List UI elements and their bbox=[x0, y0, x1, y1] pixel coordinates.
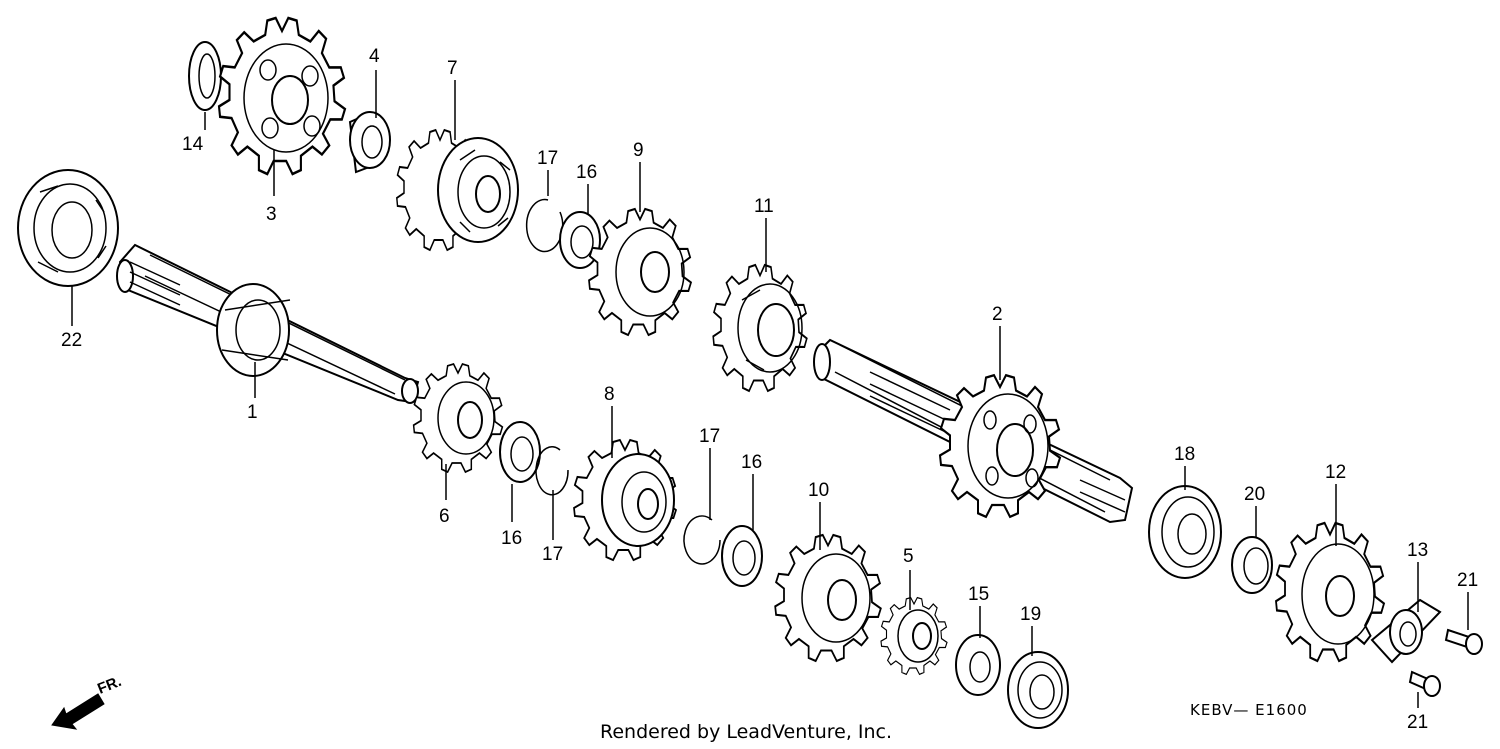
washer-16-lower-mid bbox=[721, 525, 763, 587]
callout-19: 19 bbox=[1020, 604, 1041, 625]
callout-17-lower-mid: 17 bbox=[699, 426, 720, 447]
gear-5 bbox=[880, 596, 948, 676]
front-arrow-icon bbox=[51, 693, 105, 730]
callout-6: 6 bbox=[439, 506, 450, 527]
fixing-plate-13 bbox=[1370, 598, 1442, 664]
circlip-17-lower-mid bbox=[683, 515, 721, 565]
gear-7 bbox=[395, 129, 519, 251]
callout-16-top: 16 bbox=[576, 162, 597, 183]
circlip-17-top bbox=[525, 198, 564, 253]
callout-1: 1 bbox=[247, 402, 258, 423]
callout-5: 5 bbox=[903, 546, 914, 567]
callout-11: 11 bbox=[754, 196, 774, 217]
bolt-21-lower bbox=[1408, 670, 1441, 697]
callout-3: 3 bbox=[266, 204, 277, 225]
callout-2: 2 bbox=[992, 304, 1003, 325]
bearing-18 bbox=[1148, 485, 1222, 579]
bearing-22 bbox=[17, 169, 119, 287]
sprocket-12 bbox=[1274, 521, 1386, 663]
gear-3 bbox=[217, 16, 347, 176]
callout-14: 14 bbox=[182, 134, 204, 155]
leader-lines bbox=[71, 70, 1469, 708]
callout-labels: 1 2 3 4 5 6 7 8 9 10 11 12 13 14 15 16 1… bbox=[61, 46, 1478, 733]
washer-14 bbox=[188, 41, 222, 111]
collar-4 bbox=[348, 111, 391, 174]
gear-10 bbox=[774, 533, 882, 663]
washer-16-lower-left bbox=[499, 421, 541, 483]
callout-10: 10 bbox=[808, 480, 829, 501]
callout-16-lower-left: 16 bbox=[501, 528, 522, 549]
callout-16-lower-mid: 16 bbox=[741, 452, 762, 473]
callout-8: 8 bbox=[604, 384, 615, 405]
bearing-19 bbox=[1007, 651, 1069, 729]
callout-13: 13 bbox=[1407, 540, 1428, 561]
gear-2 bbox=[938, 374, 1062, 518]
callout-20: 20 bbox=[1244, 484, 1265, 505]
callout-21-lower: 21 bbox=[1407, 712, 1428, 733]
gear-9 bbox=[587, 207, 693, 337]
front-direction-marker: FR. bbox=[51, 673, 124, 730]
callout-9: 9 bbox=[633, 140, 644, 161]
gear-8 bbox=[573, 439, 677, 561]
gear-11 bbox=[712, 263, 808, 393]
bolt-21-upper bbox=[1444, 628, 1483, 655]
circlip-17-lower-left bbox=[535, 446, 569, 496]
main-shaft-1 bbox=[116, 243, 420, 404]
callout-7: 7 bbox=[447, 58, 458, 79]
diagram-code: KEBV— E1600 bbox=[1190, 701, 1308, 719]
callout-4: 4 bbox=[369, 46, 380, 67]
callout-22: 22 bbox=[61, 330, 82, 351]
collar-20 bbox=[1231, 536, 1273, 594]
callout-15: 15 bbox=[968, 584, 989, 605]
washer-15 bbox=[955, 634, 1001, 696]
front-label: FR. bbox=[95, 673, 124, 698]
callout-18: 18 bbox=[1174, 444, 1195, 465]
gear-6 bbox=[412, 363, 504, 473]
callout-12: 12 bbox=[1325, 462, 1346, 483]
callout-21-upper: 21 bbox=[1457, 570, 1478, 591]
credit-text: Rendered by LeadVenture, Inc. bbox=[600, 721, 892, 743]
callout-17-top: 17 bbox=[537, 148, 558, 169]
callout-17-lower-left: 17 bbox=[542, 544, 563, 565]
